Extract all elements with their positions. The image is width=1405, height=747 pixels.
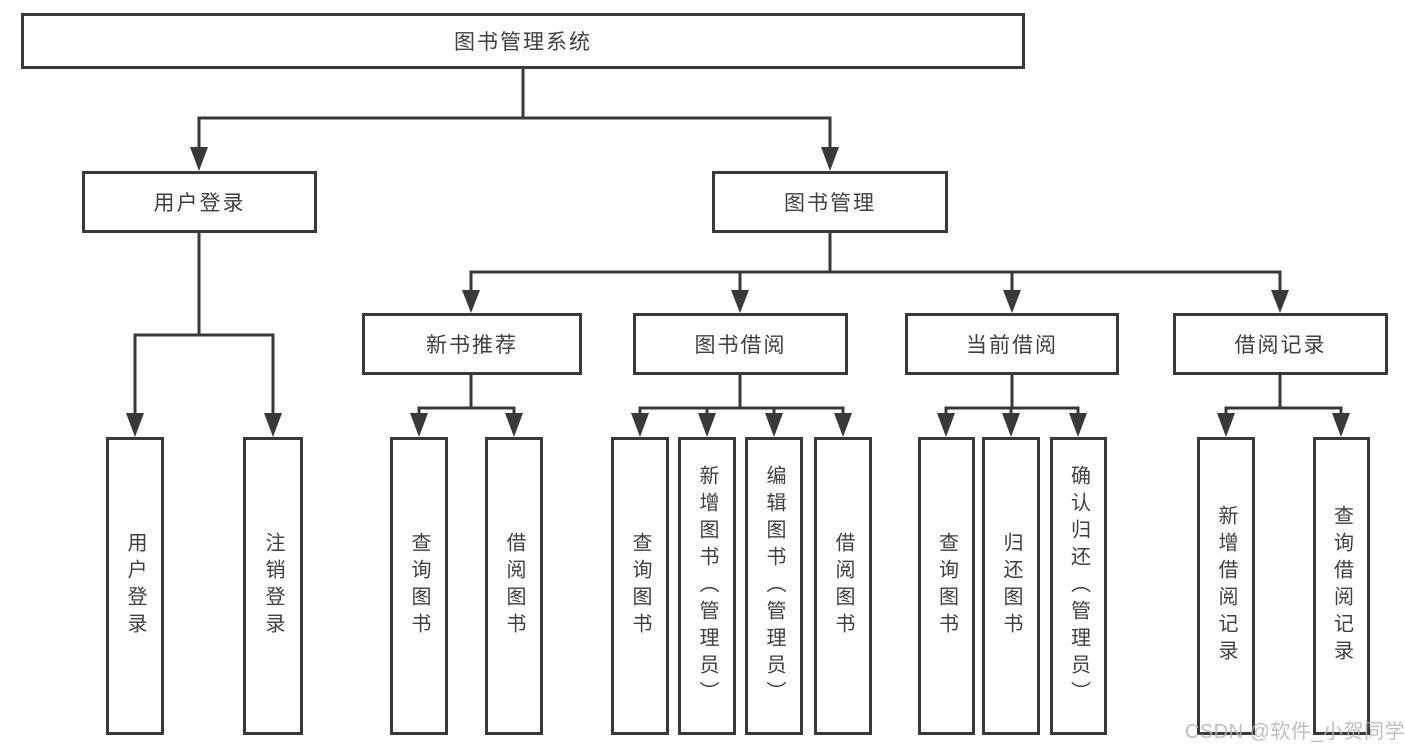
connector-root-to-level2 <box>197 67 832 150</box>
arrow-leaf-query-books-2 <box>631 413 649 437</box>
arrow-leaf-return-book <box>1002 413 1020 437</box>
connector-current-borrow-to-leaves <box>944 373 1080 415</box>
connector-borrow-records-to-leaves <box>1224 373 1343 415</box>
arrow-leaf-borrow-books-1 <box>505 413 523 437</box>
arrow-book-management <box>821 147 839 171</box>
leaf-logout-login: 注销登录 <box>243 437 303 735</box>
node-user-login: 用户登录 <box>82 171 317 233</box>
arrow-leaf-query-books-1 <box>410 413 428 437</box>
leaf-query-borrow-record: 查询借阅记录 <box>1313 437 1370 735</box>
node-library-system: 图书管理系统 <box>21 13 1025 69</box>
leaf-edit-book-admin: 编辑图书（管理员） <box>745 437 803 735</box>
node-borrow-records: 借阅记录 <box>1173 313 1388 375</box>
node-book-management: 图书管理 <box>712 171 948 233</box>
arrow-user-login <box>190 147 208 171</box>
leaf-user-login: 用户登录 <box>106 437 164 735</box>
leaf-confirm-return-admin: 确认归还（管理员） <box>1050 437 1107 735</box>
leaf-query-books-recommend: 查询图书 <box>390 437 448 735</box>
arrow-current-borrow <box>1003 290 1021 313</box>
arrow-leaf-query-borrow-record <box>1332 413 1350 437</box>
arrow-leaf-borrow-books-2 <box>834 413 852 437</box>
arrow-leaf-add-book-admin <box>698 413 716 437</box>
leaf-add-book-admin: 新增图书（管理员） <box>678 437 736 735</box>
leaf-add-borrow-record: 新增借阅记录 <box>1197 437 1255 735</box>
arrow-borrow-records <box>1271 290 1289 313</box>
arrow-book-borrow <box>731 290 749 313</box>
leaf-borrow-books-borrow: 借阅图书 <box>814 437 872 735</box>
connector-book-management-to-level3 <box>469 231 1282 292</box>
leaf-borrow-books-recommend: 借阅图书 <box>485 437 543 735</box>
node-current-borrow: 当前借阅 <box>905 313 1119 375</box>
leaf-query-books-current: 查询图书 <box>918 437 975 735</box>
node-new-book-recommend: 新书推荐 <box>362 313 582 375</box>
node-book-borrow: 图书借阅 <box>633 313 848 375</box>
arrow-leaf-add-borrow-record <box>1217 413 1235 437</box>
arrow-leaf-user-login <box>126 413 144 437</box>
arrow-leaf-edit-book-admin <box>765 413 783 437</box>
connector-book-borrow-to-leaves <box>638 373 845 415</box>
watermark: CSDN @软件_小贺同学 <box>1184 721 1405 743</box>
connector-user-login-to-leaves <box>133 231 275 415</box>
arrow-leaf-query-books-3 <box>937 413 955 437</box>
leaf-query-books-borrow: 查询图书 <box>611 437 669 735</box>
arrow-leaf-logout-login <box>264 413 282 437</box>
arrow-leaf-confirm-return-admin <box>1069 413 1087 437</box>
leaf-return-book: 归还图书 <box>982 437 1040 735</box>
arrow-new-book-recommend <box>462 290 480 313</box>
connector-new-book-recommend-to-leaves <box>417 373 516 415</box>
